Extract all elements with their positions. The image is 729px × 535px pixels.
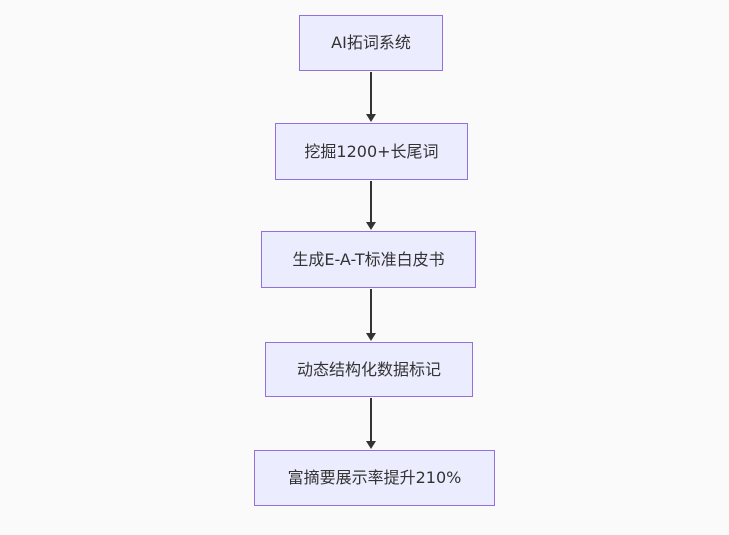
flow-arrow-2 <box>366 181 376 230</box>
flow-node-label: 动态结构化数据标记 <box>296 359 441 379</box>
arrow-line <box>370 181 372 223</box>
flow-arrow-3 <box>366 289 376 341</box>
flow-node-rich-snippet-result: 富摘要展示率提升210% <box>254 450 495 506</box>
flow-node-longtail-mining: 挖掘1200+长尾词 <box>275 123 468 180</box>
flow-node-ai-word-system: AI拓词系统 <box>299 15 443 71</box>
flow-node-structured-data: 动态结构化数据标记 <box>265 342 473 397</box>
flow-node-label: AI拓词系统 <box>331 33 411 53</box>
arrowhead-down-icon <box>366 222 376 230</box>
arrow-line <box>370 398 372 442</box>
arrow-line <box>370 289 372 334</box>
flow-node-label: 生成E-A-T标准白皮书 <box>292 249 445 269</box>
arrowhead-down-icon <box>366 114 376 122</box>
arrowhead-down-icon <box>366 333 376 341</box>
arrowhead-down-icon <box>366 441 376 449</box>
flow-node-label: 富摘要展示率提升210% <box>287 468 462 488</box>
flow-arrow-4 <box>366 398 376 449</box>
flow-arrow-1 <box>366 72 376 122</box>
flow-node-label: 挖掘1200+长尾词 <box>304 141 439 161</box>
arrow-line <box>370 72 372 115</box>
flow-node-eat-whitepaper: 生成E-A-T标准白皮书 <box>261 231 476 288</box>
